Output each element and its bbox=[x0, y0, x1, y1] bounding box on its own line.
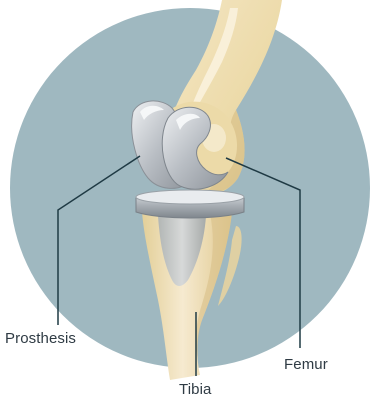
femur-label: Femur bbox=[284, 356, 328, 373]
tibial-insert bbox=[136, 190, 244, 204]
tibia-label: Tibia bbox=[179, 381, 211, 398]
prosthesis-label: Prosthesis bbox=[5, 330, 76, 347]
